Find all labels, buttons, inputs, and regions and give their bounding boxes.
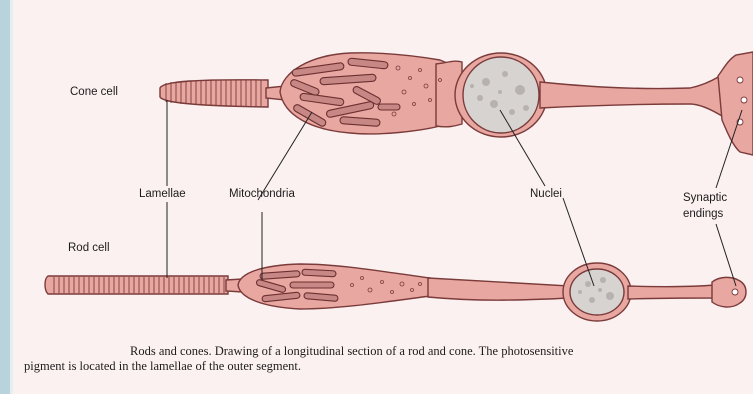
- synaptic-endings-label: Synaptic endings: [683, 190, 727, 222]
- figure-caption: Rods and cones. Drawing of a longitudina…: [24, 344, 724, 374]
- rod-outer-segment: [45, 276, 228, 294]
- cone-cell: [160, 52, 753, 155]
- mitochondria-label: Mitochondria: [229, 188, 295, 200]
- rod-cell-label: Rod cell: [68, 242, 110, 254]
- cone-axon: [540, 76, 722, 116]
- caption-line2: pigment is located in the lamellae of th…: [24, 359, 724, 374]
- rod-synaptic-spherule: [712, 277, 746, 307]
- rod-mitochondria: [256, 269, 338, 302]
- rod-cell: [45, 263, 746, 321]
- nuclei-label: Nuclei: [530, 188, 562, 200]
- cone-synaptic-pedicle: [718, 52, 753, 155]
- synaptic-label-line1: Synaptic: [683, 190, 727, 206]
- rod-axon: [628, 285, 715, 299]
- cone-nucleus: [463, 57, 539, 133]
- synaptic-label-line2: endings: [683, 206, 727, 222]
- caption-line1: Rods and cones. Drawing of a longitudina…: [24, 344, 724, 359]
- lamellae-label: Lamellae: [139, 188, 186, 200]
- left-band: [0, 0, 10, 394]
- cone-cell-label: Cone cell: [70, 86, 118, 98]
